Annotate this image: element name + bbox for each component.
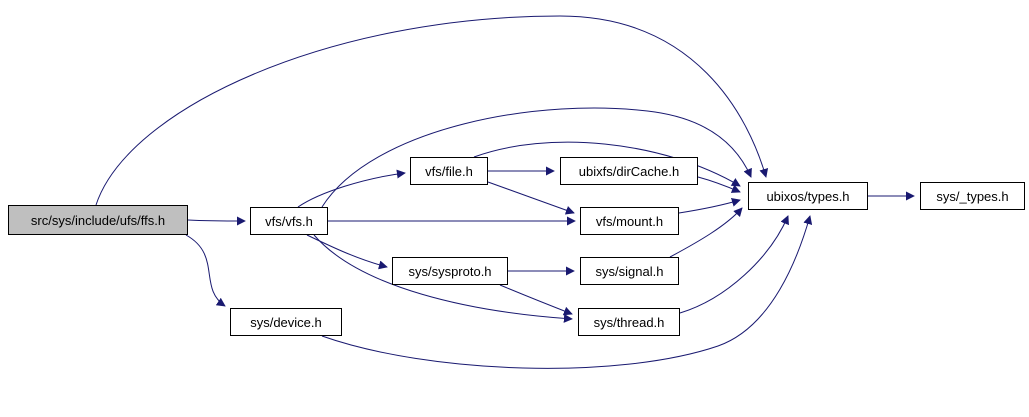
graph-node-ffs: src/sys/include/ufs/ffs.h [8, 205, 188, 235]
edge-vfs-to-types [321, 107, 752, 208]
graph-node-dircache[interactable]: ubixfs/dirCache.h [560, 157, 698, 185]
edge-ffs-to-device [185, 234, 226, 307]
edge-ffs-to-types [95, 15, 769, 206]
edge-device-to-types [321, 215, 813, 369]
edge-vfs-to-file [297, 169, 406, 208]
graph-node-thread[interactable]: sys/thread.h [578, 308, 680, 336]
edges-group [95, 15, 915, 369]
edge-vfs-to-sysproto [306, 234, 388, 270]
edge-mount-to-types [678, 198, 741, 214]
graph-node-_types[interactable]: sys/_types.h [920, 182, 1025, 210]
graph-node-signal[interactable]: sys/signal.h [580, 257, 679, 285]
edge-dircache-to-types [697, 176, 741, 193]
edge-ffs-to-vfs [187, 216, 246, 226]
graph-node-types[interactable]: ubixos/types.h [748, 182, 868, 210]
edge-file-to-types [473, 141, 741, 187]
edge-signal-to-types [669, 207, 743, 258]
edge-thread-to-types [679, 215, 789, 314]
graph-node-vfs[interactable]: vfs/vfs.h [250, 207, 328, 235]
edge-file-to-mount [487, 181, 575, 215]
graph-node-sysproto[interactable]: sys/sysproto.h [392, 257, 508, 285]
edge-vfs-to-thread [313, 234, 573, 323]
graph-node-file[interactable]: vfs/file.h [410, 157, 488, 185]
graph-node-device[interactable]: sys/device.h [230, 308, 342, 336]
graph-node-mount[interactable]: vfs/mount.h [580, 207, 679, 235]
edge-sysproto-to-thread [499, 284, 573, 316]
